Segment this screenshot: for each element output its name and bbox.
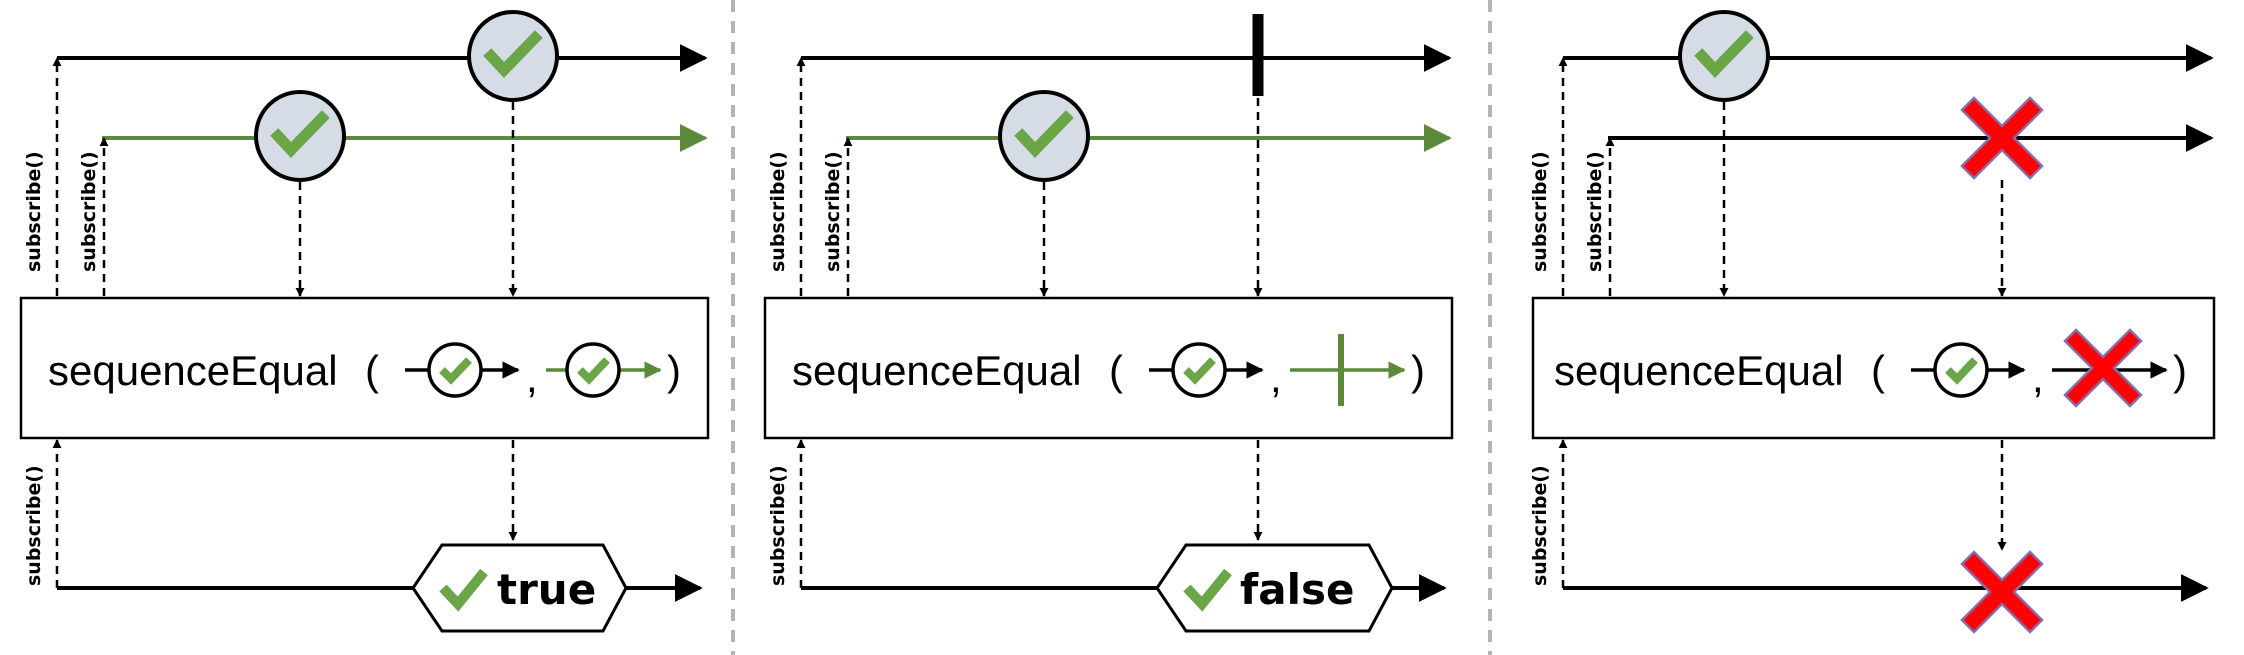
- panel-false: subscribe() subscribe() sequenceEqual ( …: [763, 14, 1454, 633]
- operator-name: sequenceEqual: [1554, 347, 1844, 394]
- check-icon: [439, 568, 488, 612]
- mini-source2: [2052, 328, 2168, 408]
- close-paren: ): [667, 347, 681, 394]
- subscribe-label: subscribe(): [1529, 465, 1551, 586]
- panel-true: subscribe() subscribe() sequenceEqual ( …: [19, 10, 710, 633]
- error-cross-icon: [2063, 328, 2143, 408]
- check-icon: [483, 30, 543, 78]
- result-value-marble: false: [1155, 543, 1394, 633]
- check-icon: [1183, 568, 1232, 612]
- check-icon: [439, 357, 472, 385]
- mini-source1: [1149, 342, 1264, 398]
- subscribe-label: subscribe(): [78, 151, 100, 272]
- check-icon: [1694, 30, 1754, 78]
- close-paren: ): [1411, 347, 1425, 394]
- close-paren: ): [2173, 347, 2187, 394]
- subscribe-label: subscribe(): [1529, 151, 1551, 272]
- check-icon: [1183, 357, 1216, 385]
- comma: ,: [1270, 354, 1282, 401]
- operator-name: sequenceEqual: [48, 347, 338, 394]
- error-cross-icon: [1960, 550, 2044, 634]
- check-marble: [254, 90, 346, 182]
- operator-name: sequenceEqual: [792, 347, 1082, 394]
- open-paren: (: [1871, 347, 1885, 394]
- subscribe-label: subscribe(): [767, 151, 789, 272]
- mini-source2: [1290, 334, 1406, 406]
- subscribe-label: subscribe(): [23, 151, 45, 272]
- result-label: false: [1240, 565, 1355, 614]
- subscribe-label: subscribe(): [23, 465, 45, 586]
- check-icon: [1014, 110, 1074, 158]
- error-cross-icon: [1960, 96, 2044, 180]
- mini-source1: [1911, 342, 2026, 398]
- subscribe-label: subscribe(): [767, 465, 789, 586]
- check-marble: [1678, 10, 1770, 102]
- comma: ,: [526, 354, 538, 401]
- check-icon: [1945, 357, 1978, 385]
- subscribe-label: subscribe(): [822, 151, 844, 272]
- check-icon: [270, 110, 330, 158]
- check-icon: [577, 357, 610, 385]
- check-marble: [467, 10, 559, 102]
- subscribe-label: subscribe(): [1584, 151, 1606, 272]
- result-label: true: [497, 565, 596, 614]
- result-value-marble: true: [411, 543, 628, 633]
- check-marble: [998, 90, 1090, 182]
- comma: ,: [2032, 354, 2044, 401]
- mini-source1: [405, 342, 520, 398]
- mini-source2: [546, 342, 662, 398]
- panel-error: subscribe() subscribe() sequenceEqual ( …: [1529, 10, 2216, 634]
- open-paren: (: [365, 347, 379, 394]
- operator-box: [763, 296, 1454, 440]
- open-paren: (: [1109, 347, 1123, 394]
